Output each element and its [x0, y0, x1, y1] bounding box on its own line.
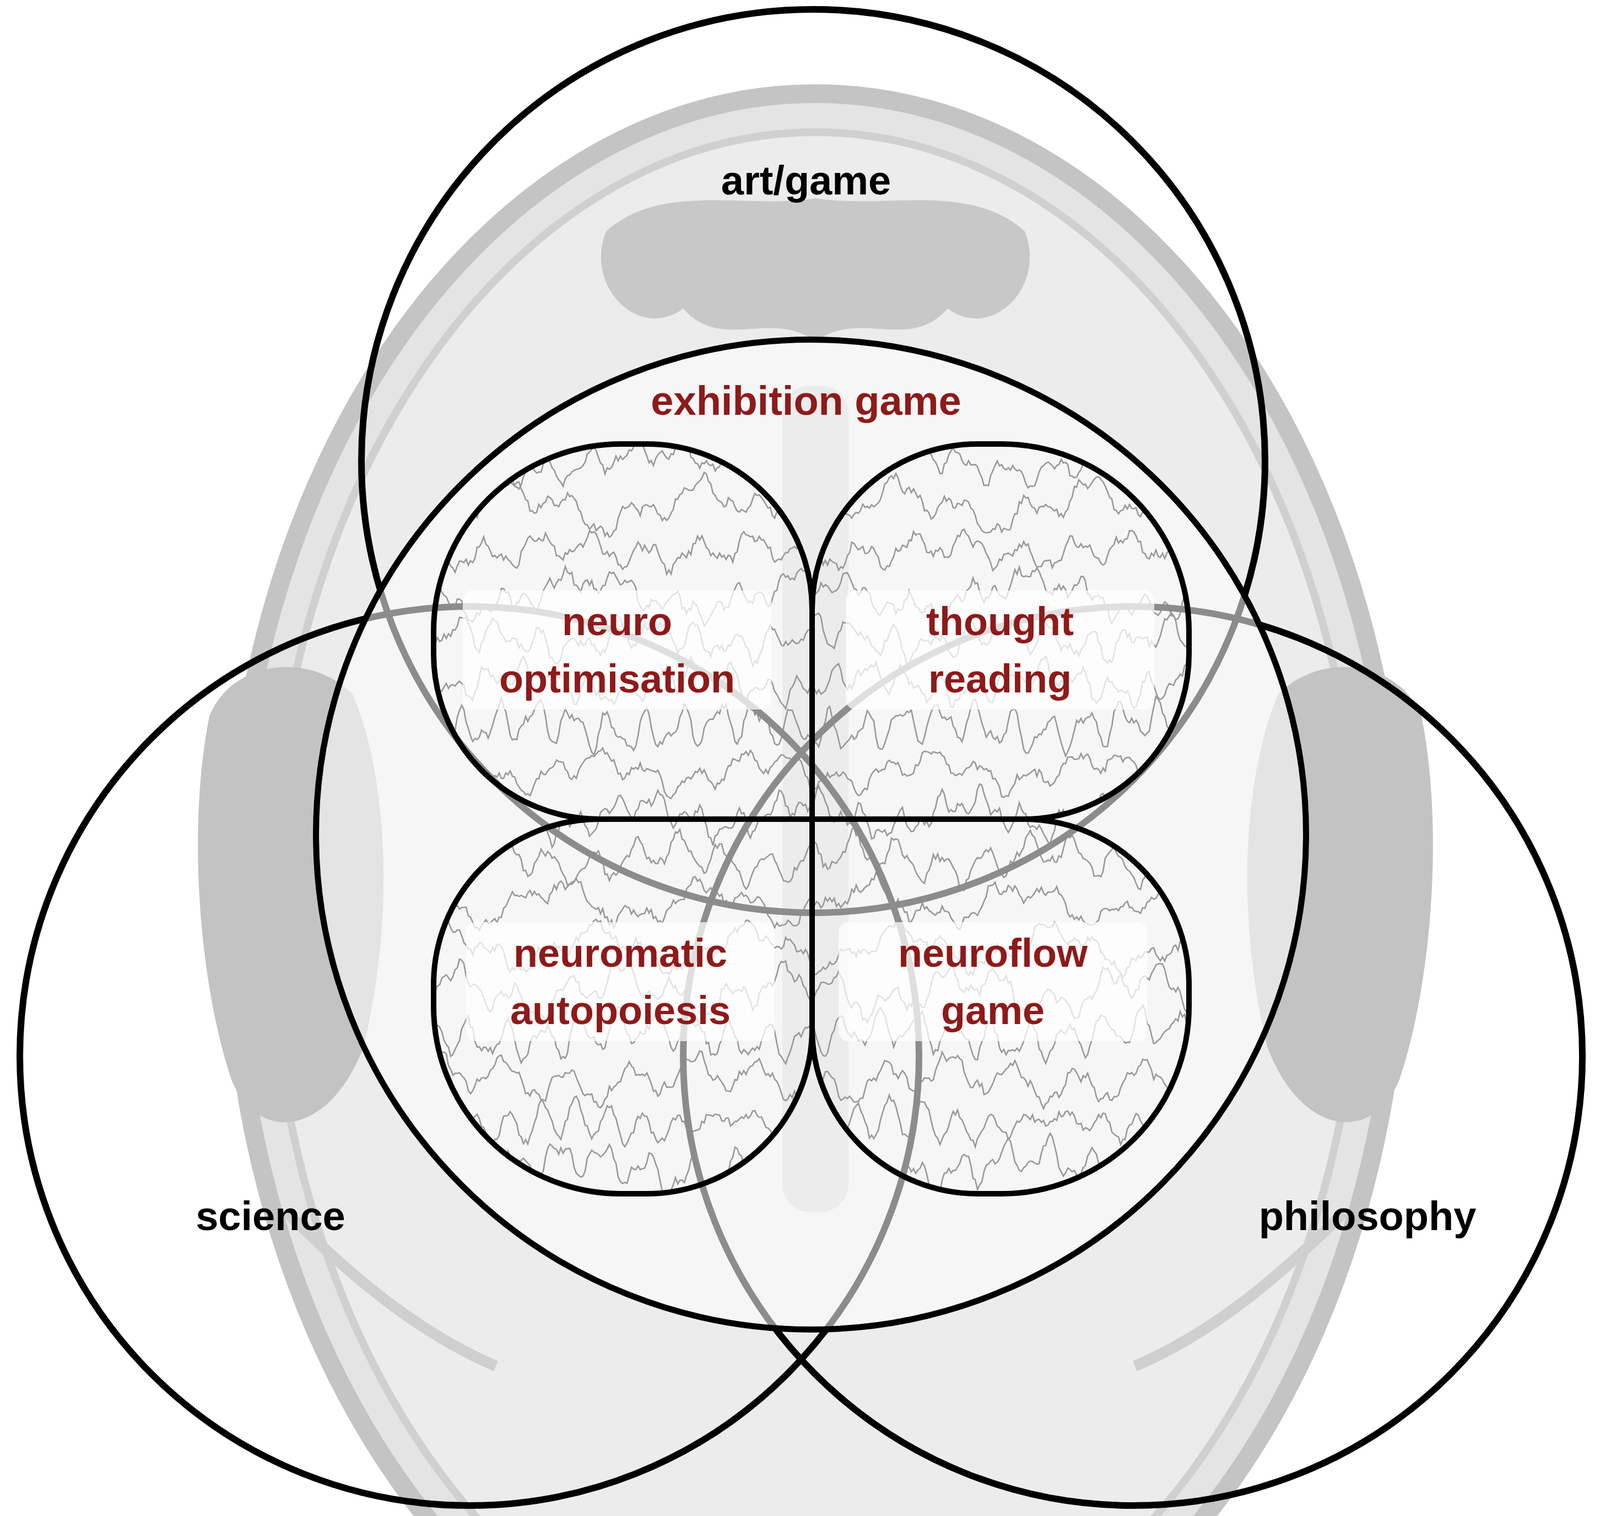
lobe-label: neuro optimisation — [462, 590, 772, 711]
petal-lobe: neuro optimisation — [433, 444, 813, 820]
lobe-label: thought reading — [845, 590, 1155, 711]
lobe-label: neuroflow game — [838, 922, 1148, 1042]
brain-fold — [601, 198, 1030, 342]
circle-label: philosophy — [1258, 1192, 1477, 1242]
petal-lobe: neuroflow game — [812, 819, 1189, 1194]
skull-outline — [231, 93, 1400, 1516]
exhibition-circle: exhibition gameneuro optimisationthought… — [312, 336, 1310, 1333]
circle-label: art/game — [721, 156, 891, 206]
outline-shape — [812, 444, 1189, 820]
brain-outline — [269, 132, 1361, 1516]
petal-lobe: neuromatic autopoiesis — [433, 819, 813, 1194]
outline-shape — [316, 339, 1307, 1331]
outline-shape — [812, 819, 1189, 1194]
outline-shape — [433, 444, 813, 820]
outline-shape — [433, 819, 813, 1194]
lobe-label: neuromatic autopoiesis — [466, 922, 775, 1042]
circle-label: exhibition game — [307, 376, 1305, 426]
petal-lobe: thought reading — [812, 444, 1189, 820]
circle-label: science — [195, 1192, 346, 1242]
